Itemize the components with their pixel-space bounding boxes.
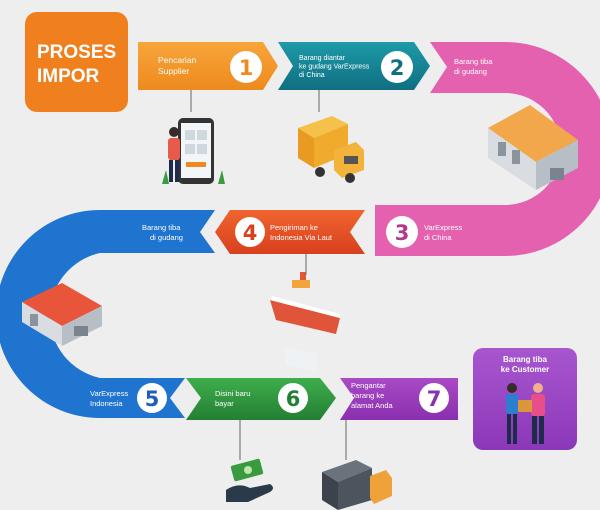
step-2-label-line: ke gudang VarExpress [299,64,370,71]
step-5-number: 5 [145,387,160,411]
step-3-label-line: VarExpress [424,223,462,232]
step-4-number: 4 [243,221,258,245]
step-2-label-line: di China [299,72,325,79]
pink-curve [375,42,600,256]
step-2-label-line: Barang diantar [299,55,346,62]
cargo-ship-icon [270,272,340,372]
step-1-label-line: Pencarian [158,55,197,65]
step-6-label-line: bayar [215,399,234,408]
customer-box-line: Barang tiba [503,355,548,364]
step-7-label-line: barang ke [351,391,384,400]
payment-hand-icon [226,458,273,502]
step-6-number: 6 [286,387,301,411]
title-line1: PROSES [37,42,116,63]
step-6-label-line: Disini baru [215,389,250,398]
connector-lines [190,90,347,460]
step-7-label-line: alamat Anda [351,401,394,410]
delivery-van-icon [322,460,392,510]
step-5-label-line: Indonesia [90,399,123,408]
step-1-label-line: Supplier [158,66,189,76]
step-2-number: 2 [390,56,405,80]
step-3-number: 3 [395,221,410,245]
courier-customer-icon [506,383,545,444]
warehouse-icon [22,283,102,346]
smartphone-shopping-icon [162,118,225,184]
customer-box-line: ke Customer [501,365,549,374]
title-box: PROSES IMPOR [25,12,128,112]
step-5-label-line: VarExpress [90,389,128,398]
warehouse-icon [488,105,578,190]
blue-curve [0,210,215,418]
step-1-number: 1 [239,56,254,80]
step-4-label-line: Indonesia Via Laut [270,233,333,242]
step-4-label-line: Pengiriman ke [270,223,318,232]
step-7-number: 7 [427,387,442,411]
delivery-truck-icon [298,116,364,183]
step-7-label-line: Pengantar [351,381,386,390]
step-3-label-line: di China [424,233,452,242]
title-line2: IMPOR [37,66,100,87]
